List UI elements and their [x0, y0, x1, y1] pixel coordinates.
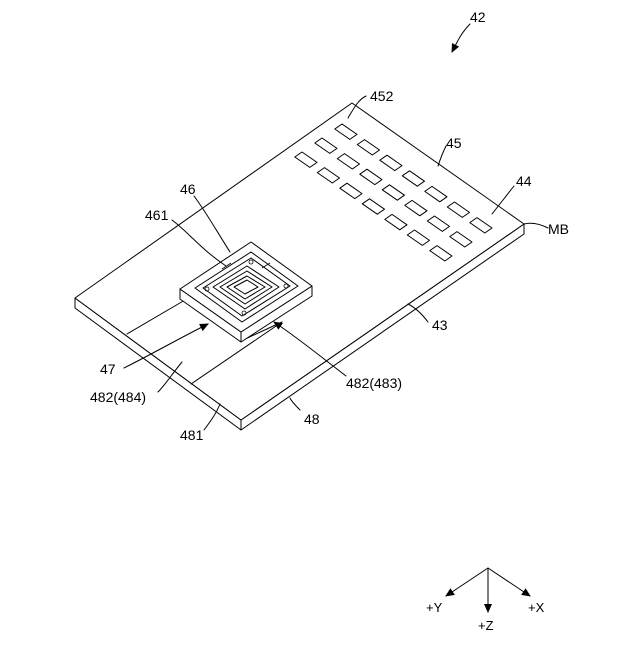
axis-x-label: +X: [528, 600, 545, 615]
leader-42: [452, 24, 470, 52]
axis-z-label: +Z: [478, 618, 494, 633]
label-47: 47: [100, 361, 116, 377]
label-mb: MB: [548, 221, 569, 237]
axis-indicator: +Y +Z +X: [426, 568, 545, 633]
axis-y-arrow: [446, 568, 488, 596]
leader-45: [438, 146, 446, 166]
circuit-board: [75, 103, 524, 430]
label-45: 45: [446, 135, 462, 151]
label-43: 43: [432, 317, 448, 333]
label-482-483: 482(483): [346, 375, 402, 391]
label-42: 42: [470, 9, 486, 25]
label-461: 461: [145, 207, 169, 223]
label-48: 48: [304, 411, 320, 427]
leader-48: [290, 398, 300, 410]
label-482-484: 482(484): [90, 389, 146, 405]
label-481: 481: [180, 427, 204, 443]
leader-mb: [524, 223, 548, 228]
axis-x-arrow: [488, 568, 530, 596]
label-452: 452: [370, 88, 394, 104]
label-46: 46: [180, 181, 196, 197]
label-44: 44: [516, 173, 532, 189]
axis-y-label: +Y: [426, 600, 443, 615]
